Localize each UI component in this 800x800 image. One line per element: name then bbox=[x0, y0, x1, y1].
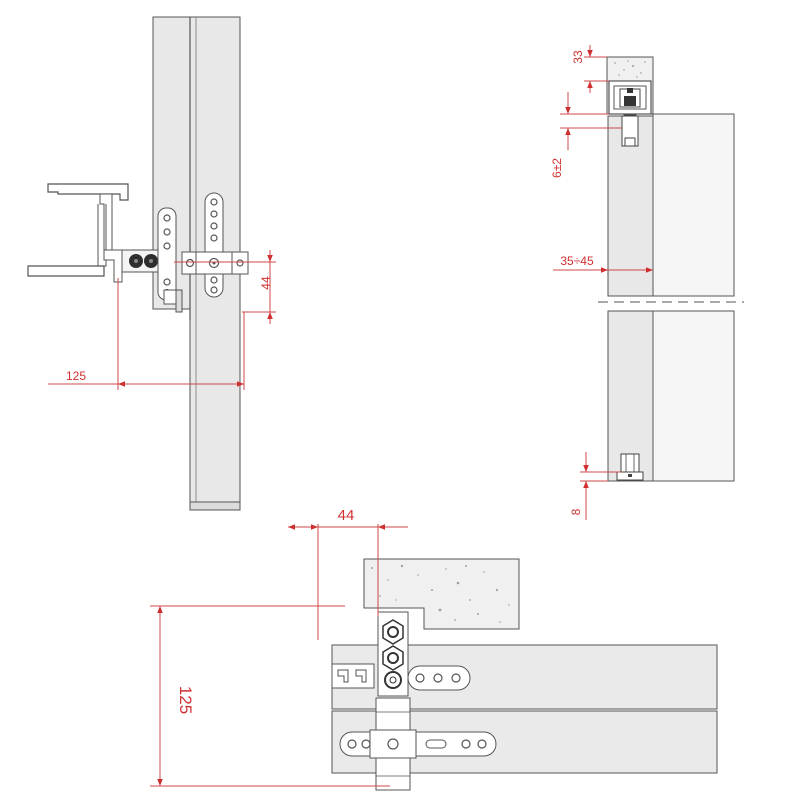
dim-track-gap: 6±2 bbox=[550, 158, 564, 178]
ceiling-bracket bbox=[47, 183, 129, 201]
plan-ceiling-block bbox=[363, 558, 520, 630]
track-section-view: 33 6±2 35÷45 8 bbox=[550, 45, 744, 520]
dim-side-hanger-height: 44 bbox=[259, 276, 273, 290]
plan-view: 44 125 bbox=[150, 507, 718, 791]
dim-plan-offset: 44 bbox=[338, 507, 355, 524]
bottom-guide bbox=[620, 453, 640, 473]
panel-bottom-step bbox=[189, 501, 241, 511]
door-panel-lower bbox=[607, 310, 654, 482]
door-panel-upper-edge bbox=[652, 113, 735, 297]
hinge-strip-left bbox=[157, 207, 177, 301]
dim-side-projection-width: 125 bbox=[66, 369, 86, 383]
side-elevation-view: 44 125 bbox=[27, 16, 276, 511]
dim-panel-thickness: 35÷45 bbox=[560, 254, 594, 268]
dim-plan-height: 125 bbox=[176, 686, 195, 714]
dim-track-top: 33 bbox=[571, 50, 585, 64]
dim-bottom-guide: 8 bbox=[569, 508, 583, 515]
ceiling-bracket-bottom bbox=[27, 265, 105, 277]
door-panel-lower-edge bbox=[652, 310, 735, 482]
